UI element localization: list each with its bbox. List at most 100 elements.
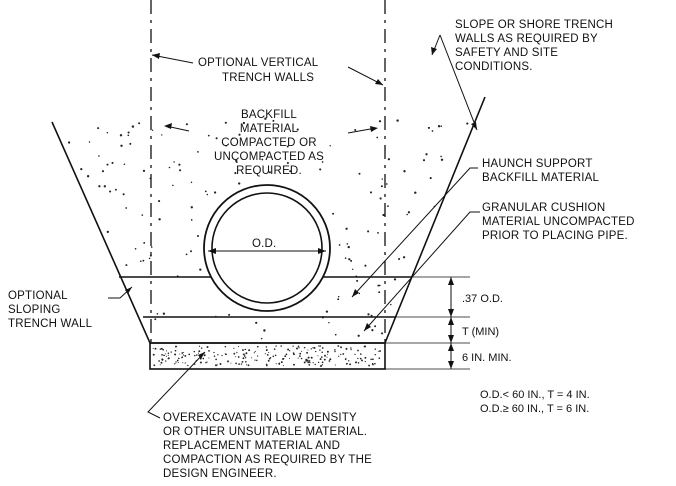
dense-stipple-dot	[242, 357, 245, 360]
leader-lines	[108, 34, 480, 419]
stipple-dot	[168, 166, 171, 169]
stipple-dot	[190, 206, 193, 209]
dense-stipple-dot	[184, 354, 187, 357]
stipple-dot	[357, 334, 360, 337]
stipple-dot	[381, 178, 384, 180]
dense-stipple-dot	[254, 350, 256, 353]
svg-text:SAFETY AND SITE: SAFETY AND SITE	[455, 47, 558, 59]
dense-stipple-dot	[361, 359, 363, 362]
stipple-dot	[142, 259, 145, 262]
pipe: O.D.	[203, 184, 331, 312]
dense-stipple-dot	[174, 363, 176, 365]
pipe-inner-wall	[211, 192, 323, 304]
dense-stipple-dot	[364, 356, 367, 359]
overexcavation-dimension: 6 IN. MIN.	[462, 352, 512, 364]
stipple-dot	[178, 163, 181, 166]
dense-stipple-dot	[215, 358, 217, 360]
dense-stipple-dot	[300, 357, 303, 360]
dense-stipple-dot	[265, 349, 268, 352]
stipple-dot	[106, 230, 109, 234]
dense-stipple-dot	[199, 361, 202, 364]
stipple-dot	[120, 144, 123, 147]
od-arrow-left	[208, 248, 216, 254]
stipple-dot	[143, 241, 146, 244]
dense-stipple-dot	[275, 363, 277, 365]
dense-stipple-dot	[345, 347, 348, 350]
dense-stipple-dot	[158, 360, 160, 362]
dense-stipple-dot	[308, 364, 311, 366]
stipple-dot	[225, 145, 227, 147]
stipple-dot	[422, 159, 426, 162]
stipple-dot	[261, 158, 264, 161]
stipple-dot	[402, 256, 406, 259]
dense-stipple-dot	[267, 359, 270, 362]
stipple-dot	[129, 142, 132, 145]
dense-stipple-dot	[206, 361, 208, 363]
dense-stipple-dot	[246, 364, 248, 366]
svg-text:TRENCH WALLS: TRENCH WALLS	[222, 72, 314, 84]
stipple-dot	[206, 193, 209, 196]
dense-stipple-dot	[243, 355, 246, 357]
svg-text:SLOPE OR SHORE TRENCH: SLOPE OR SHORE TRENCH	[455, 19, 613, 31]
dense-stipple-dot	[378, 357, 381, 360]
dense-stipple-dot	[197, 352, 199, 354]
dense-stipple-dot	[306, 359, 309, 362]
stipple-dot	[387, 158, 391, 161]
dense-stipple-dot	[163, 354, 165, 357]
dense-stipple-dot	[188, 353, 191, 356]
dense-stipple-dot	[170, 351, 172, 353]
stipple-dot	[264, 117, 267, 120]
dense-stipple-dot	[280, 345, 282, 347]
stipple-dot	[101, 170, 105, 173]
dense-stipple-dot	[241, 361, 244, 363]
dense-stipple-dot	[326, 353, 329, 355]
svg-text:TRENCH WALL: TRENCH WALL	[8, 318, 93, 330]
dense-stipple-dot	[326, 356, 328, 358]
stipple-dot	[371, 329, 374, 332]
note-over-60: O.D.≥ 60 IN., T = 6 IN.	[480, 403, 589, 415]
dense-stipple-dot	[268, 351, 270, 353]
dense-stipple-dot	[288, 358, 291, 360]
dense-stipple-dot	[160, 361, 163, 364]
dense-stipple-dot	[225, 353, 227, 356]
label-haunch-support: HAUNCH SUPPORT BACKFILL MATERIAL	[482, 158, 599, 184]
dense-stipple-dot	[265, 363, 268, 366]
dense-stipple-dot	[162, 348, 164, 351]
haunch-depth-dimension: .37 O.D.	[462, 293, 503, 305]
dense-stipple-dot	[202, 357, 205, 360]
dense-stipple-dot	[208, 350, 210, 352]
stipple-dot	[286, 161, 289, 165]
dense-stipple-dot	[206, 346, 209, 348]
dense-stipple-dot	[368, 364, 371, 367]
dense-stipple-dot	[187, 364, 189, 367]
stipple-dot	[425, 153, 428, 156]
dense-stipple-dot	[310, 348, 312, 350]
dense-stipple-dot	[183, 351, 185, 354]
stipple-dot	[154, 318, 157, 321]
stipple-dot	[378, 291, 381, 294]
dense-stipple-dot	[233, 347, 235, 349]
stipple-dot	[332, 212, 335, 215]
dense-stipple-dot	[355, 361, 357, 364]
stipple-dot	[328, 321, 330, 324]
dense-stipple-dot	[247, 364, 250, 367]
dense-stipple-dot	[287, 348, 290, 351]
stipple-dot	[344, 257, 347, 259]
dense-stipple-dot	[194, 354, 196, 357]
stipple-dot	[213, 191, 217, 194]
stipple-dot	[88, 141, 91, 143]
dense-stipple-dot	[221, 354, 223, 357]
stipple-dot	[396, 119, 399, 122]
dense-stipple-dot	[307, 361, 310, 364]
stipple-dot	[119, 134, 123, 137]
dense-stipple-dot	[165, 353, 167, 355]
stipple-dot	[179, 169, 182, 172]
svg-text:MATERIAL: MATERIAL	[240, 123, 299, 135]
dense-stipple-dot	[196, 354, 198, 356]
stipple-dot	[382, 213, 385, 217]
dense-stipple-dot	[354, 353, 356, 356]
dense-stipple-dot	[242, 349, 244, 351]
stipple-dot	[376, 136, 379, 139]
stipple-dot	[398, 257, 401, 261]
stipple-dot	[103, 185, 106, 188]
